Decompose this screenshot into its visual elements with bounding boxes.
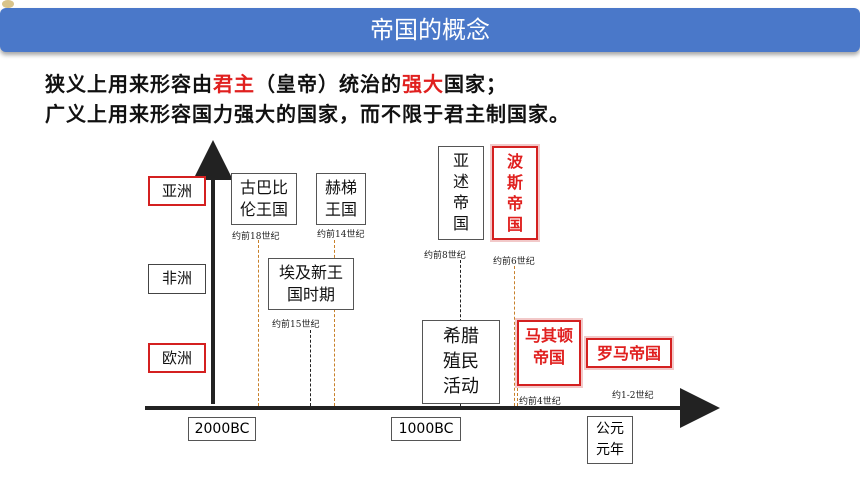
era-macedon: 约前4世纪: [519, 397, 561, 407]
era-egypt: 约前15世纪: [272, 320, 320, 330]
slide-logo: [2, 0, 14, 8]
guide-line-macedon: [517, 388, 518, 406]
guide-line-hittite: [334, 240, 335, 406]
definition-narrow: 狭义上用来形容由君主（皇帝）统治的强大国家；: [45, 72, 507, 96]
highlight-monarch: 君主: [213, 72, 255, 96]
state-rome: 罗马帝国: [586, 338, 672, 368]
era-assyria: 约前8世纪: [424, 251, 466, 261]
title-bar: [0, 8, 860, 52]
state-macedon: 马其顿 帝国: [517, 320, 581, 386]
state-greek-colonization: 希腊 殖民 活动: [422, 320, 500, 404]
page-title: 帝国的概念: [370, 16, 490, 44]
state-hittite: 赫梯 王国: [316, 173, 366, 225]
region-asia: 亚洲: [148, 176, 206, 206]
era-persia: 约前6世纪: [493, 257, 535, 267]
era-babylon: 约前18世纪: [232, 232, 280, 242]
definition-broad: 广义上用来形容国力强大的国家，而不限于君主制国家。: [45, 102, 570, 126]
state-persia: 波 斯 帝 国: [492, 146, 538, 240]
axis-label-1000bc: 1000BC: [391, 417, 461, 441]
state-assyria: 亚 述 帝 国: [438, 146, 484, 240]
axis-label-ad1: 公元 元年: [587, 416, 633, 464]
region-europe: 欧洲: [148, 343, 206, 373]
state-babylon: 古巴比 伦王国: [231, 173, 297, 225]
era-hittite: 约前14世纪: [317, 230, 365, 240]
highlight-powerful: 强大: [402, 72, 444, 96]
region-africa: 非洲: [148, 264, 206, 294]
state-egypt: 埃及新王 国时期: [268, 258, 354, 310]
guide-line-egypt: [310, 330, 311, 406]
axis-label-2000bc: 2000BC: [188, 417, 256, 441]
guide-line-babylon: [258, 240, 259, 406]
guide-line-persia: [514, 266, 515, 406]
era-rome: 约1-2世纪: [612, 391, 654, 401]
